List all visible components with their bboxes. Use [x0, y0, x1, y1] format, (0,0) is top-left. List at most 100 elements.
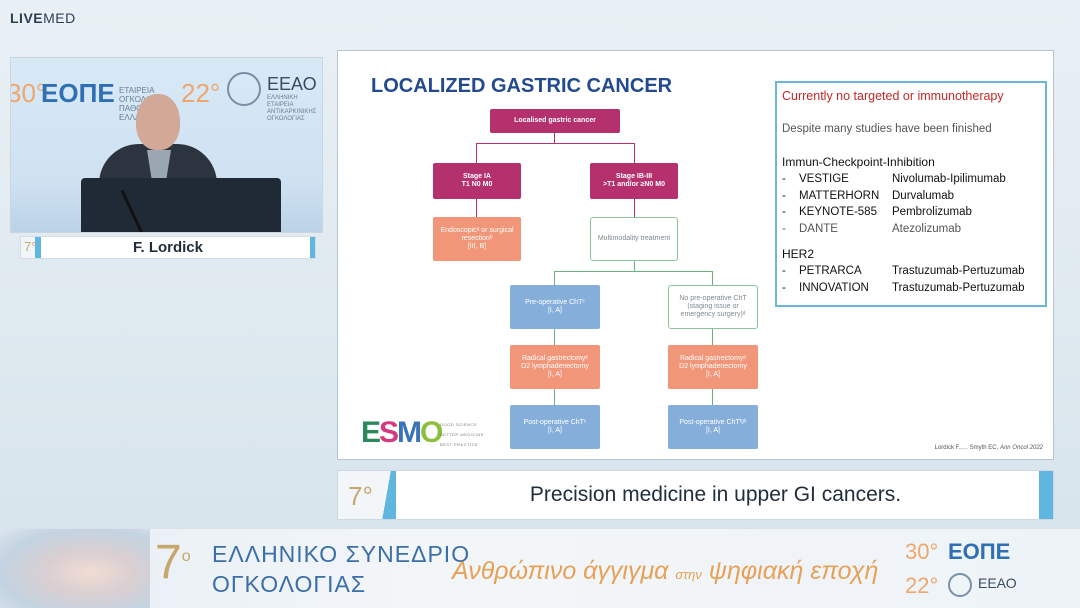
slogan-a: Ανθρώπινο άγγιγμα	[452, 557, 669, 585]
logo-med: MED	[43, 10, 76, 26]
dash: -	[782, 189, 786, 202]
infobox-heading: Currently no targeted or immunotherapy	[782, 89, 1004, 103]
trial-name: DANTE	[799, 222, 838, 235]
namebar-end	[310, 237, 315, 258]
slide-title: LOCALIZED GASTRIC CANCER	[371, 75, 673, 97]
fc-endoscopic: Endoscopicᵃ or surgical resectionᵇ [III,…	[433, 217, 521, 261]
dash: -	[782, 206, 786, 218]
banner-logo-eope: ΕΟΠΕ	[948, 539, 1011, 564]
fc-radical-gastrectomy-1: Radical gastrectomyᵉ D2 lymphadenectomy …	[510, 345, 600, 389]
infobox-section-her2: HER2	[782, 247, 815, 261]
video-logo-eeao-sub: ΕΛΛΗΝΙΚΗ ΕΤΑΙΡΕΙΑ ΑΝΤΙΚΑΡΚΙΝΙΚΗΣ ΟΓΚΟΛΟΓ…	[267, 95, 317, 122]
banner-num: 7	[155, 536, 182, 589]
fc-postop-cht-2: Post-operative ChTᶠᵍʰ [I, A]	[668, 405, 758, 449]
congress-badge: 7°	[348, 481, 373, 511]
fc-radical-gastrectomy-2: Radical gastrectomyᵉ D2 lymphadenectomy …	[668, 345, 758, 389]
logo-live: LIVE	[10, 10, 44, 26]
fc-connector	[634, 199, 635, 217]
dash: -	[782, 265, 786, 277]
fc-connector	[476, 143, 634, 144]
speaker-head	[136, 94, 180, 150]
esmo-logo: ESMO	[361, 416, 443, 449]
drug-name: Durvalumab	[892, 189, 954, 202]
trial-row: - KEYNOTE-585 Pembrolizumab	[782, 204, 1039, 221]
video-logo-left-num: 30°	[10, 78, 47, 108]
fc-connector	[712, 271, 713, 285]
namebar-stripe	[21, 237, 47, 258]
seal-icon	[227, 72, 261, 106]
banner-logo1-num: 30°	[905, 539, 939, 564]
fc-preop-cht: Pre-operative ChTᶜ [I, A]	[510, 285, 600, 329]
video-logo-right-num: 22°	[181, 78, 221, 108]
video-logo-eeao-name: ΕΕΑΟ	[267, 74, 317, 94]
trial-name: INNOVATION	[799, 281, 869, 294]
trial-row: -DANTE Atezolizumab	[782, 221, 1039, 238]
trial-row: - PETRARCA Trastuzumab-Pertuzumab	[782, 263, 1039, 280]
titlebar-end	[1039, 471, 1053, 519]
trial-row: -MATTERHORN Durvalumab	[782, 188, 1039, 205]
fc-connector	[476, 143, 477, 163]
speaker-name: F. Lordick	[132, 239, 203, 256]
drug-name: Trastuzumab-Pertuzumab	[892, 281, 1025, 294]
slide-citation: Lordick F.,… Smyth EC, Ann Oncol 2022	[935, 445, 1043, 451]
infobox-section-ici: Immun-Checkpoint-Inhibition	[782, 155, 935, 169]
banner-photo	[0, 529, 150, 608]
citation-journal: Ann Oncol 2022	[999, 445, 1043, 451]
fc-no-preop-cht: No pre-operative ChT (staging issue or e…	[668, 285, 758, 329]
banner-logo2-num: 22°	[905, 573, 939, 598]
trial-name: MATTERHORN	[799, 189, 880, 202]
fc-connector	[712, 389, 713, 405]
drug-name: Trastuzumab-Pertuzumab	[892, 265, 1025, 277]
banner-slogan: Ανθρώπινο άγγιγμα στην ψηφιακή εποχή	[452, 557, 878, 586]
fc-root: Localised gastric cancer	[490, 109, 620, 133]
dash: -	[782, 173, 786, 185]
podium	[81, 178, 281, 232]
seal-icon	[948, 573, 972, 597]
trial-name: VESTIGE	[799, 173, 849, 185]
talk-title-bar: 7° Precision medicine in upper GI cancer…	[337, 470, 1054, 520]
slogan-small: στην	[675, 567, 702, 582]
drug-name: Nivolumab-Ipilimumab	[892, 173, 1006, 185]
drug-name: Atezolizumab	[892, 222, 962, 235]
fc-multimodality: Multimodality treatment	[590, 217, 678, 261]
fc-connector	[634, 143, 635, 163]
esmo-tagline-line: BETTER MEDICINE	[440, 432, 484, 437]
fc-connector	[554, 271, 712, 272]
banner-title-line1: ΕΛΛΗΝΙΚΟ ΣΥΝΕΔΡΙΟ	[212, 541, 471, 567]
infobox-subheading: Despite many studies have been finished	[782, 123, 992, 135]
titlebar-stripe	[338, 471, 396, 519]
congress-badge: 7°	[24, 239, 37, 254]
banner-number: 7o	[155, 535, 191, 590]
talk-title: Precision medicine in upper GI cancers.	[529, 483, 902, 506]
congress-banner: 7o ΕΛΛΗΝΙΚΟ ΣΥΝΕΔΡΙΟ ΟΓΚΟΛΟΓΙΑΣ Ανθρώπιν…	[0, 528, 1080, 608]
fc-connector	[712, 329, 713, 345]
dash: -	[782, 281, 786, 294]
livemed-logo: LIVEMED	[10, 10, 76, 26]
dash: -	[782, 222, 786, 235]
drug-name: Pembrolizumab	[892, 206, 972, 218]
trial-name: PETRARCA	[799, 265, 862, 277]
trial-row: - VESTIGE Nivolumab-Ipilimumab	[782, 171, 1039, 188]
fc-connector	[554, 389, 555, 405]
fc-connector	[554, 329, 555, 345]
esmo-tagline: GOOD SCIENCE BETTER MEDICINE BEST PRACTI…	[440, 420, 484, 450]
therapy-info-box: Currently no targeted or immunotherapy D…	[775, 81, 1047, 307]
banner-logo-eeao: ΕΕΑΟ	[978, 575, 1017, 591]
fc-connector	[554, 133, 555, 143]
presentation-slide: LOCALIZED GASTRIC CANCER Localised gastr…	[337, 50, 1054, 460]
speaker-name-bar: 7° F. Lordick	[20, 236, 316, 259]
fc-connector	[634, 261, 635, 271]
citation-authors: Lordick F.,… Smyth EC,	[934, 445, 999, 451]
esmo-tagline-line: BEST PRACTICE	[440, 442, 479, 447]
fc-connector	[554, 271, 555, 285]
trial-row: -INNOVATION Trastuzumab-Pertuzumab	[782, 280, 1039, 297]
banner-num-sup: o	[181, 548, 191, 565]
video-logo-eope-name: ΕΟΠΕ	[41, 78, 115, 108]
fc-stage-ib-iii: Stage IB-III >T1 and/or ≥N0 M0	[590, 163, 678, 199]
trial-name: KEYNOTE-585	[799, 206, 877, 218]
fc-postop-cht-1: Post-operative ChTᶜ [I, A]	[510, 405, 600, 449]
esmo-tagline-line: GOOD SCIENCE	[440, 422, 478, 427]
